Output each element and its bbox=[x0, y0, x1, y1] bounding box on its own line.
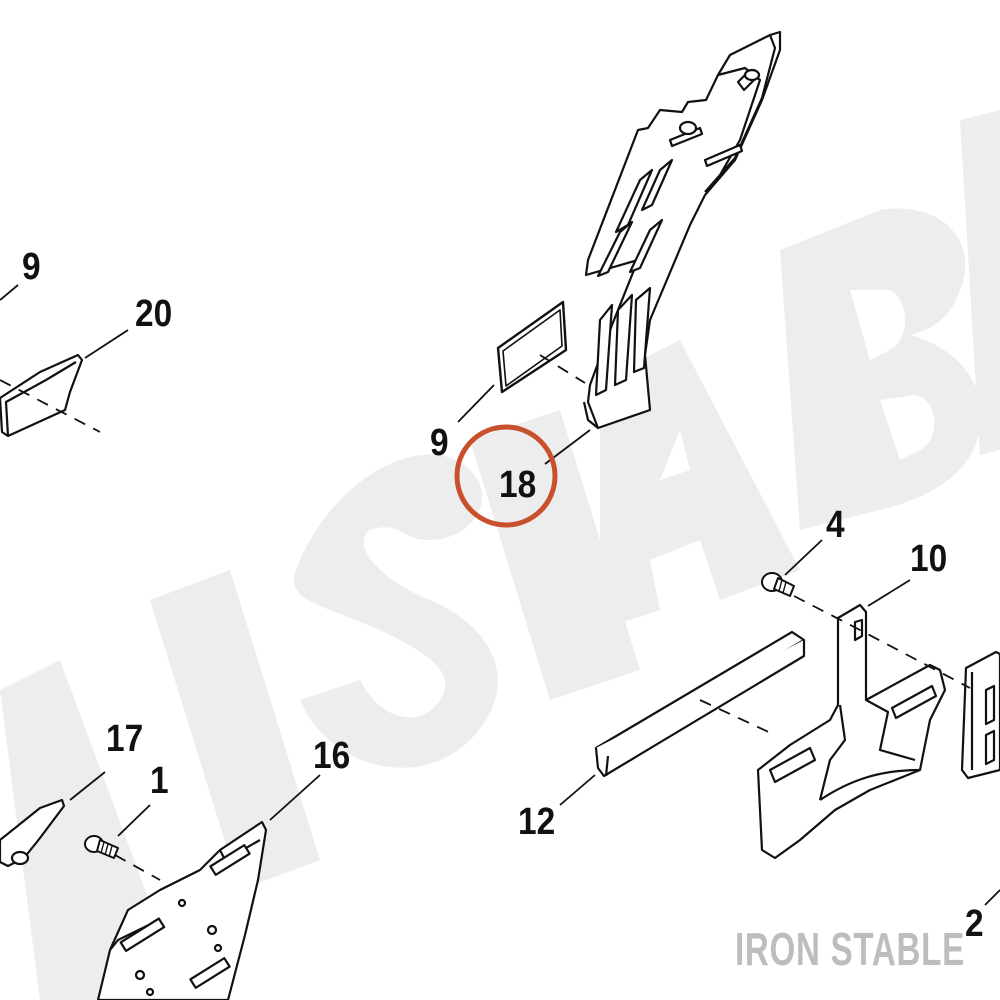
callout-16: 16 bbox=[313, 735, 351, 777]
part-4-screw bbox=[761, 572, 795, 597]
assembly-dashed-lines bbox=[0, 354, 971, 881]
callout-20: 20 bbox=[135, 293, 173, 335]
part-20-cover bbox=[0, 353, 84, 438]
part-17-cover bbox=[0, 798, 66, 868]
part-9-pad-center bbox=[496, 300, 568, 394]
part-10-mount-bracket bbox=[756, 603, 947, 860]
callout-17: 17 bbox=[106, 718, 144, 760]
brand-watermark: IRON STABLE bbox=[735, 923, 965, 975]
part-16-mount-plate bbox=[96, 820, 268, 1000]
part-18-bracket-plate bbox=[582, 30, 782, 430]
callout-2: 2 bbox=[965, 903, 984, 945]
part-12-bar bbox=[594, 630, 806, 778]
highlight-circle bbox=[454, 424, 558, 528]
callout-10: 10 bbox=[910, 538, 948, 580]
callout-4: 4 bbox=[826, 504, 845, 546]
part-1-screw bbox=[84, 835, 119, 859]
part-2-bracket bbox=[960, 650, 1000, 780]
callout-9-left: 9 bbox=[22, 246, 41, 288]
callout-9-center: 9 bbox=[430, 422, 449, 464]
callout-18: 18 bbox=[499, 464, 537, 506]
leader-lines bbox=[0, 284, 1000, 906]
callout-12: 12 bbox=[518, 801, 556, 843]
watermark-background bbox=[0, 110, 1000, 1000]
callout-1: 1 bbox=[150, 760, 169, 802]
